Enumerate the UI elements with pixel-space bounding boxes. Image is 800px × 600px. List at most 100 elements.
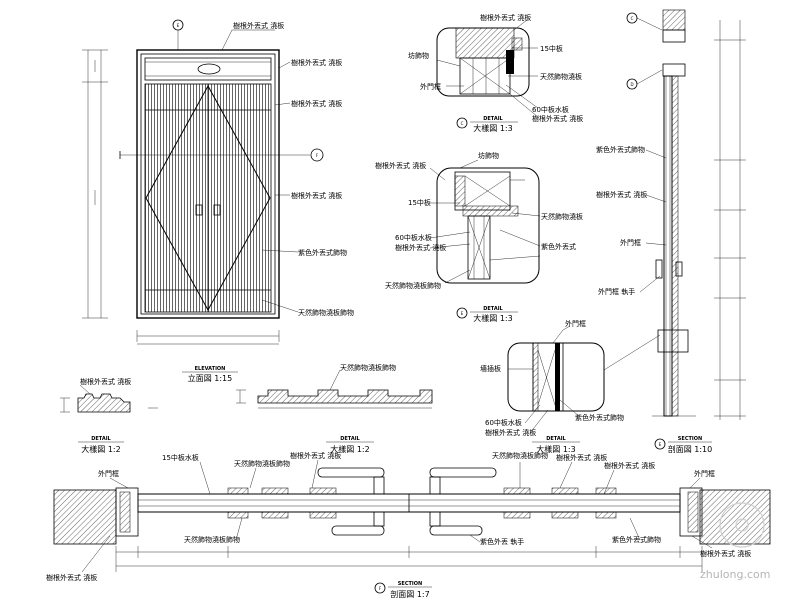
detail-profile-title: 大樣図 1:2 bbox=[81, 444, 120, 454]
detail-c-title: 大樣図 1:3 bbox=[473, 123, 512, 133]
detail-d-label-5: 紫色外丟式飾物 bbox=[575, 413, 624, 422]
detail-d-subtitle: DETAIL bbox=[546, 436, 566, 442]
section-e-subtitle: SECTION bbox=[678, 436, 702, 442]
transom bbox=[144, 57, 272, 81]
section-f-wall-right bbox=[699, 489, 771, 545]
detail-strip-label: 天然飾物澆板飾物 bbox=[340, 363, 396, 372]
elevation-tag-side bbox=[310, 148, 324, 162]
elevation-label-3: 樹根外丟式 澆板 bbox=[291, 99, 342, 108]
detail-d-label-3: 60中板水板 bbox=[485, 418, 522, 427]
section-f-label-bottom-1: 樹根外丟式 澆板 bbox=[46, 573, 97, 582]
detail-c-subtitle: DETAIL bbox=[483, 116, 503, 122]
section-f-wall-left bbox=[53, 489, 117, 545]
door-frame bbox=[136, 49, 280, 319]
section-e-title: 剖面図 1:10 bbox=[668, 444, 713, 454]
detail-c-tag bbox=[456, 117, 468, 129]
detail-e-outline bbox=[436, 167, 540, 284]
section-e-tag-c-text: C bbox=[631, 16, 634, 21]
detail-e-tag bbox=[456, 307, 468, 319]
section-f-label-top-5: 天然飾物澆板飾物 bbox=[492, 451, 548, 460]
detail-c-label-1: 樹根外丟式 澆板 bbox=[480, 13, 531, 22]
elevation-label-5: 紫色外丟式飾物 bbox=[298, 248, 347, 257]
detail-strip-title: 大樣図 1:2 bbox=[330, 444, 369, 454]
detail-c-label-7: 樹根外丟式 澆板 bbox=[532, 114, 583, 123]
section-f-tag bbox=[374, 582, 386, 594]
detail-e-label-1: 樹根外丟式 澆板 bbox=[375, 161, 426, 170]
section-f-label-top-7: 樹根外丟式 澆板 bbox=[604, 461, 655, 470]
detail-d-label-4: 樹根外丟式 澆板 bbox=[485, 428, 536, 437]
section-e-label-1: 紫色外丟式飾物 bbox=[596, 145, 645, 154]
detail-e-label-4: 天然飾物澆板 bbox=[541, 212, 583, 221]
transom-oval bbox=[197, 63, 221, 75]
elevation-label-2: 樹根外丟式 澆板 bbox=[291, 58, 342, 67]
elevation-label-4: 樹根外丟式 澆板 bbox=[291, 191, 342, 200]
section-f-label-top-2: 15中板水板 bbox=[162, 453, 199, 462]
detail-c-label-5: 外門框 bbox=[420, 82, 441, 91]
detail-e-label-3: 15中板 bbox=[408, 198, 431, 207]
profile-shape bbox=[77, 393, 131, 413]
detail-d-title: 大樣図 1:3 bbox=[536, 444, 575, 454]
elevation-label-1: 樹根外丟式 澆板 bbox=[233, 21, 284, 30]
section-f-handles bbox=[317, 467, 497, 536]
detail-profile: 樹根外丟式 澆板 DETAIL 大樣図 1:2 bbox=[60, 377, 158, 454]
detail-strip-subtitle: DETAIL bbox=[340, 436, 360, 442]
section-f-label-top-8: 外門框 bbox=[694, 469, 715, 478]
detail-e-title: 大樣図 1:3 bbox=[473, 313, 512, 323]
section-f-label-top-4: 樹根外丟式 澆板 bbox=[290, 451, 341, 460]
detail-c-label-3: 坊飾物 bbox=[408, 51, 429, 60]
section-f-label-bottom-3: 紫色外丟 執手 bbox=[480, 537, 524, 546]
elevation-subtitle: ELEVATION bbox=[195, 366, 226, 372]
detail-e-label-8: 天然飾物澆板飾物 bbox=[385, 281, 441, 290]
section-f-tag-text: F bbox=[379, 586, 382, 591]
elevation-tag-side-text: F bbox=[316, 153, 319, 158]
section-e-tag bbox=[654, 438, 666, 450]
section-e-label-2: 樹根外丟式 澆板 bbox=[596, 190, 647, 199]
section-e-label-3: 外門框 bbox=[620, 238, 641, 247]
section-f-label-top-1: 外門框 bbox=[98, 469, 119, 478]
detail-profile-label: 樹根外丟式 澆板 bbox=[80, 377, 131, 386]
door-handle-left bbox=[195, 204, 203, 216]
detail-c-label-4: 天然飾物澆板 bbox=[540, 72, 582, 81]
section-e-tag-d-text: D bbox=[630, 82, 633, 87]
section-f-horizontal: 外門框 15中板水板 天然飾物澆板飾物 樹根外丟式 澆板 天然飾物澆板飾物 樹根… bbox=[46, 451, 771, 599]
section-f-label-top-3: 天然飾物澆板飾物 bbox=[234, 459, 290, 468]
section-e-tag-text: E bbox=[659, 442, 662, 447]
detail-profile-subtitle: DETAIL bbox=[91, 436, 111, 442]
door-diamond bbox=[145, 84, 271, 312]
detail-d: 外門框 墻插板 60中板水板 樹根外丟式 澆板 紫色外丟式飾物 DETAIL 大… bbox=[480, 319, 661, 454]
elevation-dimension-left bbox=[82, 49, 108, 319]
detail-c: 樹根外丟式 澆板 15中板 坊飾物 天然飾物澆板 外門框 60中板水板 樹根外丟… bbox=[408, 13, 583, 133]
detail-e-label-7: 紫色外丟式 bbox=[541, 242, 576, 251]
detail-d-label-2: 墻插板 bbox=[480, 364, 501, 373]
detail-e-tag-text: E bbox=[461, 311, 464, 316]
detail-e-subtitle: DETAIL bbox=[483, 306, 503, 312]
door-handle-right bbox=[213, 204, 221, 216]
elevation-tag-top bbox=[172, 19, 184, 31]
detail-e-label-6: 樹根外丟式 澆板 bbox=[395, 243, 446, 252]
detail-e: 樹根外丟式 澆板 坊飾物 15中板 天然飾物澆板 60中板水板 樹根外丟式 澆板… bbox=[375, 151, 583, 323]
section-f-title: 剖面図 1:7 bbox=[390, 589, 429, 599]
watermark-text: zhulong.com bbox=[700, 568, 770, 581]
elevation-title: 立面図 1:15 bbox=[188, 373, 233, 383]
detail-d-label-1: 外門框 bbox=[565, 319, 586, 328]
section-f-label-bottom-5: 樹根外丟式 澆板 bbox=[700, 549, 751, 558]
watermark-logo: zhulong.com bbox=[700, 502, 770, 581]
section-e-door-leaf bbox=[663, 75, 673, 417]
section-e-vertical: C D 紫色外丟式飾物 樹根外丟式 澆板 外門框 外門框 執手 E SECTIO… bbox=[596, 9, 746, 454]
strip-shape bbox=[257, 389, 433, 404]
detail-c-tag-text: C bbox=[461, 121, 464, 126]
detail-e-label-5: 60中板水板 bbox=[395, 233, 432, 242]
section-f-label-top-6: 樹根外丟式 澆板 bbox=[556, 453, 607, 462]
section-e-label-4: 外門框 執手 bbox=[598, 287, 635, 296]
elevation-tag-top-text: E bbox=[177, 23, 180, 28]
elevation-label-6: 天然飾物澆板飾物 bbox=[298, 308, 354, 317]
elevation-view: E F 樹根外丟式 澆板 樹根外丟式 澆板 樹根外丟式 澆板 樹根外丟式 澆板 … bbox=[82, 19, 354, 383]
section-f-label-bottom-2: 天然飾物澆板飾物 bbox=[184, 535, 240, 544]
detail-c-label-6: 60中板水板 bbox=[532, 105, 569, 114]
detail-c-label-2: 15中板 bbox=[540, 44, 563, 53]
section-f-subtitle: SECTION bbox=[398, 581, 422, 587]
detail-strip: 天然飾物澆板飾物 DETAIL 大樣図 1:2 bbox=[236, 363, 433, 454]
section-f-label-bottom-4: 紫色外丟式飾物 bbox=[612, 535, 661, 544]
detail-e-label-2: 坊飾物 bbox=[478, 151, 499, 160]
